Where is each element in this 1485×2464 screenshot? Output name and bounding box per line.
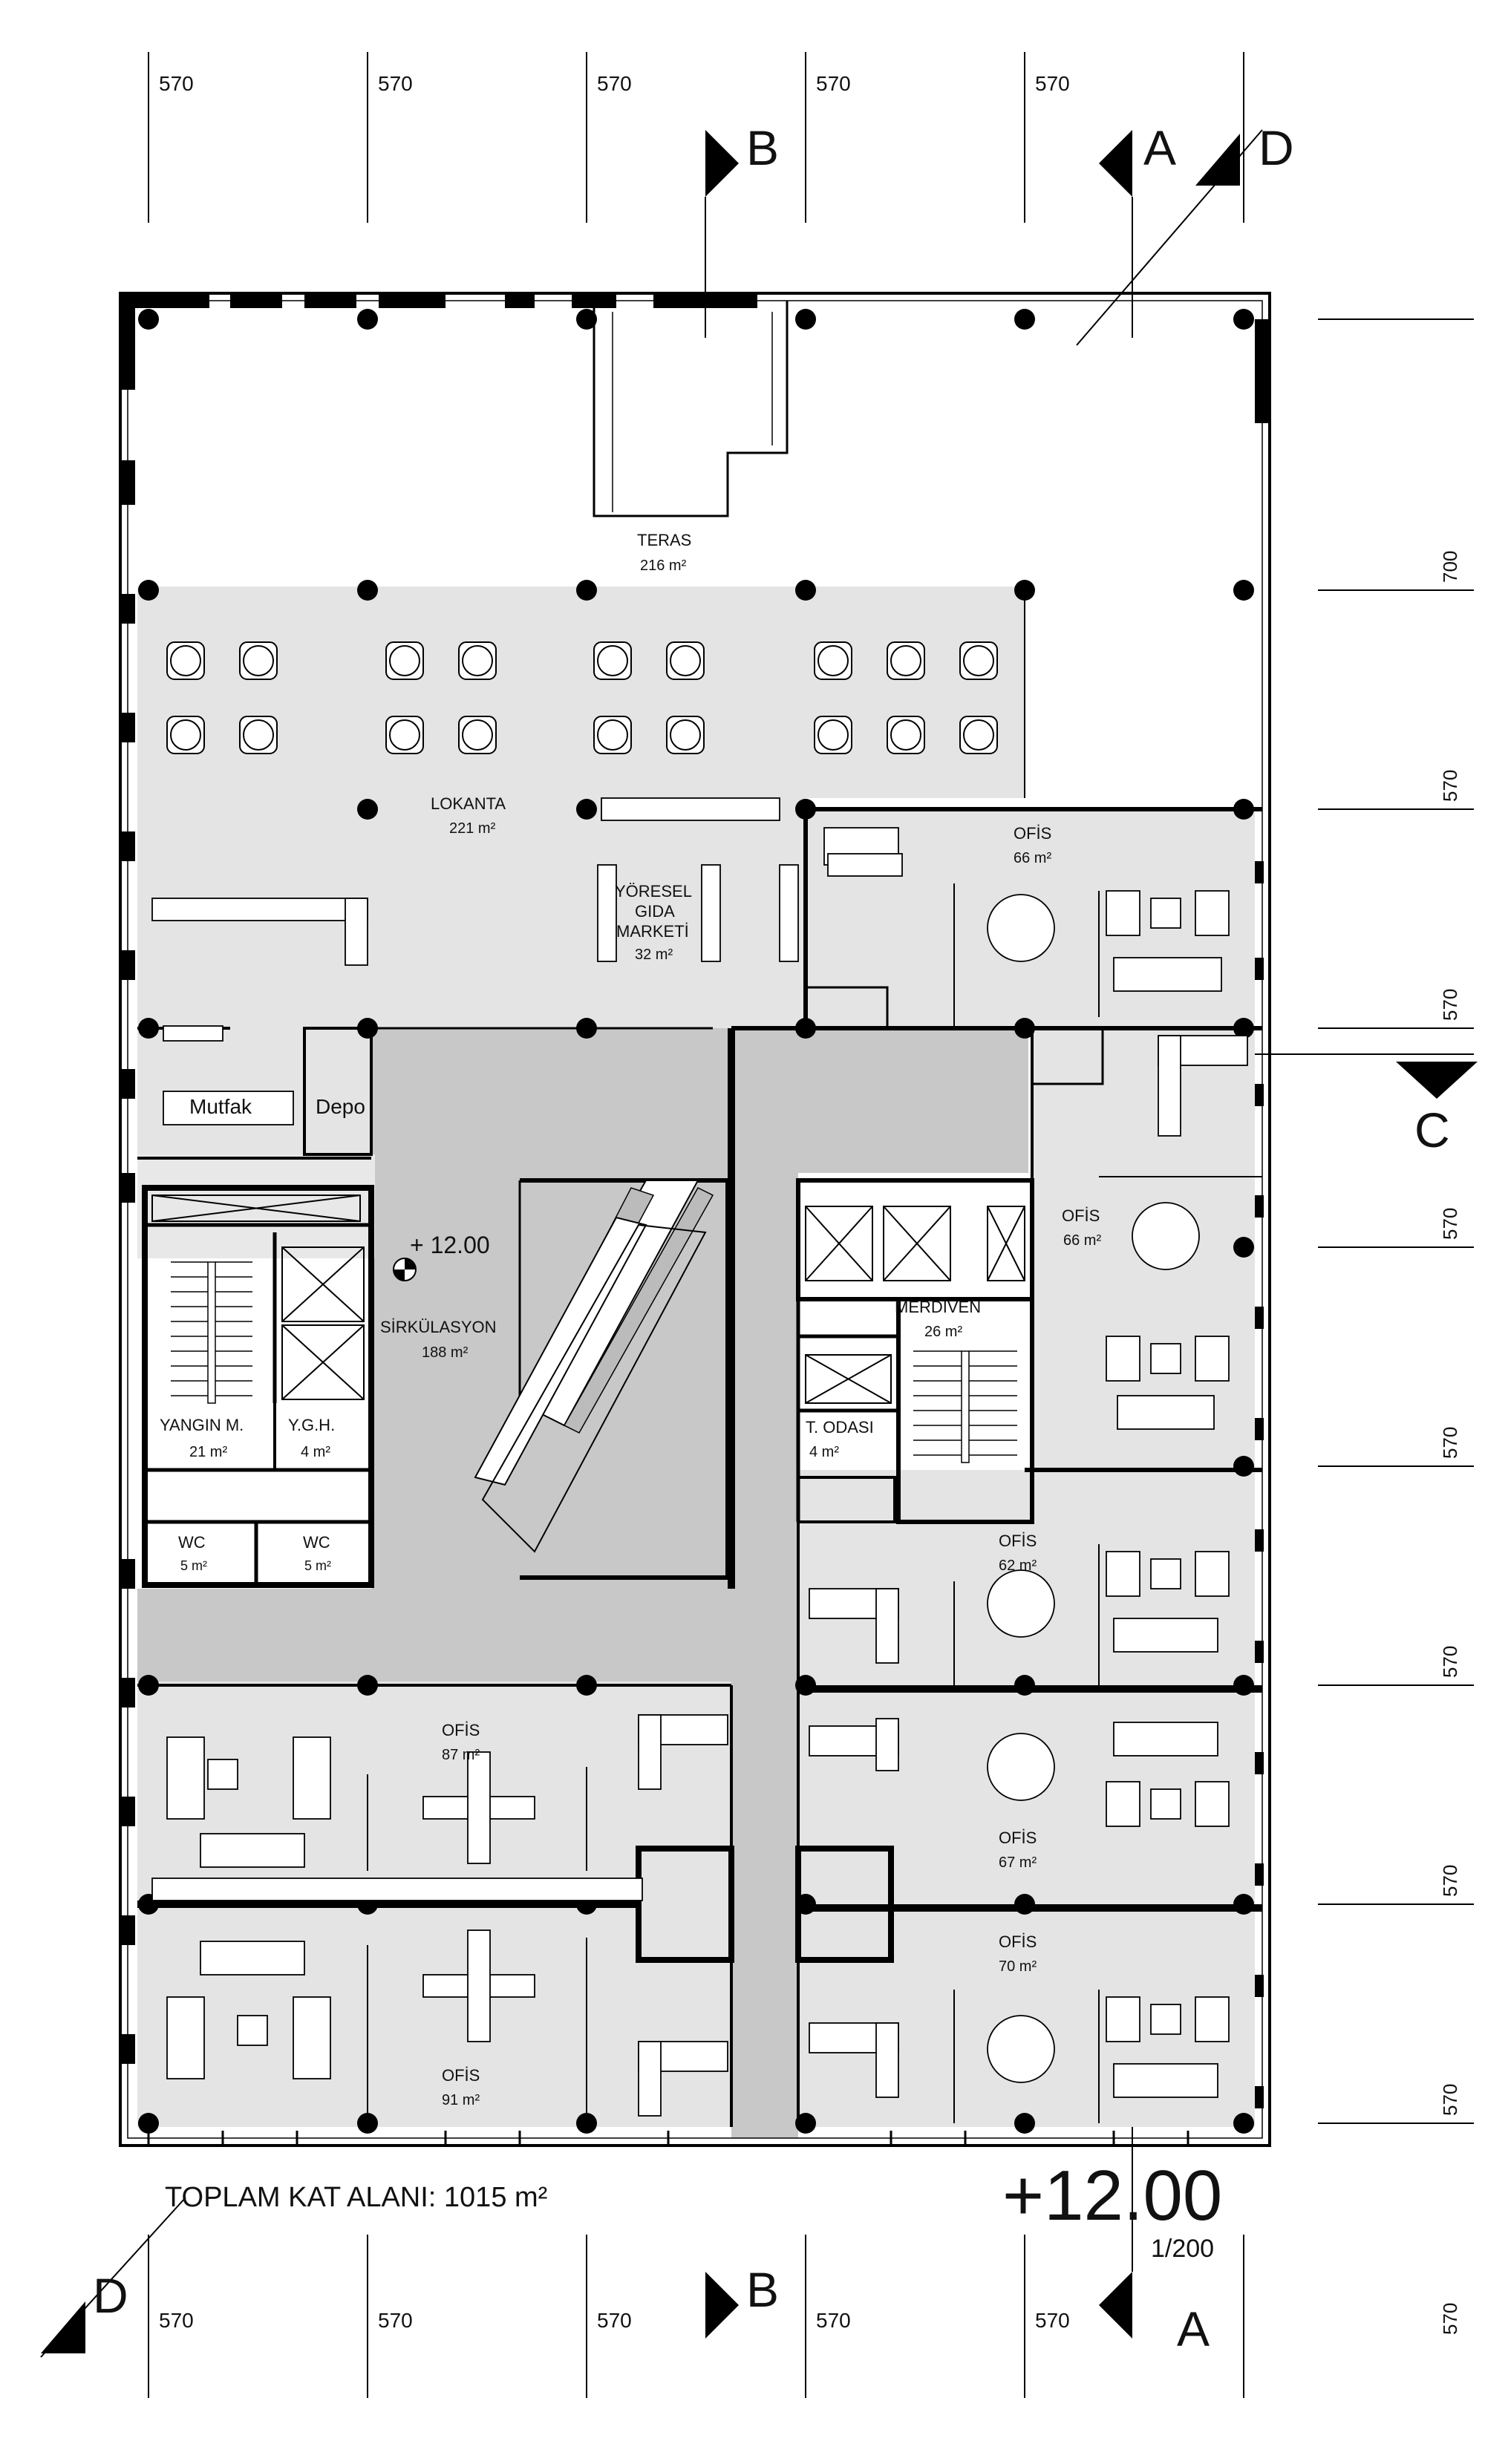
dim-top-1: 570 xyxy=(159,72,194,95)
columns xyxy=(138,309,1254,2134)
lokanta-area: 221 m² xyxy=(449,820,496,837)
grid-lines xyxy=(148,52,1474,2398)
teras-area: 216 m² xyxy=(640,558,687,574)
exterior-walls xyxy=(119,292,1271,2147)
furniture xyxy=(151,797,1248,2117)
dim-top-5: 570 xyxy=(1035,72,1070,95)
dim-bottom-4: 570 xyxy=(816,2309,851,2332)
dim-right-3: 570 xyxy=(1439,989,1461,1021)
wc2-area: 5 m² xyxy=(304,1558,331,1573)
mutfak-label: Mutfak xyxy=(189,1095,252,1118)
merdiven-area: 26 m² xyxy=(924,1324,962,1340)
svg-text:B: B xyxy=(746,120,779,175)
dim-top-4: 570 xyxy=(816,72,851,95)
level-title: +12.00 xyxy=(1002,2156,1222,2235)
ofis-70-name: OFİS xyxy=(999,1932,1037,1951)
lokanta-name: LOKANTA xyxy=(431,794,506,813)
level-marker-text: + 12.00 xyxy=(410,1232,490,1258)
dim-bottom-1: 570 xyxy=(159,2309,194,2332)
teras-name: TERAS xyxy=(637,531,691,549)
ofis-87-name: OFİS xyxy=(442,1721,480,1739)
stair-left xyxy=(171,1261,252,1404)
dim-top-3: 570 xyxy=(597,72,632,95)
dim-right-1: 700 xyxy=(1439,551,1461,583)
ofis-62-area: 62 m² xyxy=(999,1558,1037,1574)
ofis-67-name: OFİS xyxy=(999,1829,1037,1847)
dim-right-6: 570 xyxy=(1439,1646,1461,1678)
svg-text:D: D xyxy=(93,2268,128,2323)
interior-walls xyxy=(137,586,1262,2127)
dim-top-2: 570 xyxy=(378,72,413,95)
escalator xyxy=(474,1180,714,1553)
ofis-91-name: OFİS xyxy=(442,2066,480,2085)
todasi-area: 4 m² xyxy=(809,1444,839,1460)
dim-right-5: 570 xyxy=(1439,1427,1461,1459)
section-marker-d-top: D xyxy=(1076,120,1294,346)
ofis-87-area: 87 m² xyxy=(442,1747,480,1763)
wc1-area: 5 m² xyxy=(180,1558,207,1573)
market-line2: GIDA xyxy=(635,902,675,921)
sirkulasyon-name: SİRKÜLASYON xyxy=(380,1318,497,1336)
wc2-name: WC xyxy=(303,1533,330,1552)
top-dimensions: 570 570 570 570 570 xyxy=(159,72,1070,95)
elevators xyxy=(151,1195,1025,1404)
svg-text:A: A xyxy=(1143,120,1176,175)
ofis-ne-area: 66 m² xyxy=(1014,850,1051,866)
section-marker-a-bottom: A xyxy=(1099,2123,1210,2356)
total-area-label: TOPLAM KAT ALANI: 1015 m² xyxy=(165,2182,547,2213)
market-area: 32 m² xyxy=(635,947,673,963)
merdiven-name: MERDİVEN xyxy=(895,1298,981,1316)
svg-text:A: A xyxy=(1177,2301,1210,2356)
dim-bottom-2: 570 xyxy=(378,2309,413,2332)
dim-bottom-5: 570 xyxy=(1035,2309,1070,2332)
room-labels: TERAS 216 m² LOKANTA 221 m² YÖRESEL GIDA… xyxy=(160,531,1101,2108)
dim-right-2: 570 xyxy=(1439,770,1461,802)
dim-bottom-3: 570 xyxy=(597,2309,632,2332)
market-line3: MARKETİ xyxy=(616,922,689,941)
wc1-name: WC xyxy=(178,1533,206,1552)
todasi-name: T. ODASI xyxy=(806,1418,874,1437)
section-marker-b-bottom: B xyxy=(705,2262,779,2339)
section-marker-b-top: B xyxy=(705,120,779,338)
terrace-outline xyxy=(593,301,789,517)
depo-label: Depo xyxy=(316,1095,365,1118)
yangin-area: 21 m² xyxy=(189,1444,227,1460)
svg-text:D: D xyxy=(1259,120,1294,175)
section-marker-d-bottom: D xyxy=(40,2197,186,2358)
market-line1: YÖRESEL xyxy=(615,882,692,901)
ofis-ne-name: OFİS xyxy=(1014,824,1051,843)
ofis-e-name: OFİS xyxy=(1062,1206,1100,1225)
section-marker-a-top: A xyxy=(1099,120,1176,338)
stair-right xyxy=(913,1350,1017,1463)
dim-right-7: 570 xyxy=(1439,1865,1461,1897)
bottom-dimensions: 570 570 570 570 570 xyxy=(159,2309,1070,2332)
level-marker: + 12.00 xyxy=(393,1232,490,1281)
ofis-70-area: 70 m² xyxy=(999,1958,1037,1975)
scale-label: 1/200 xyxy=(1151,2235,1214,2263)
dim-right-8: 570 xyxy=(1439,2084,1461,2116)
ygh-area: 4 m² xyxy=(301,1444,330,1460)
dim-right-9: 570 xyxy=(1439,2303,1461,2335)
svg-text:C: C xyxy=(1414,1102,1450,1157)
svg-text:B: B xyxy=(746,2262,779,2317)
ygh-name: Y.G.H. xyxy=(288,1416,335,1434)
ofis-67-area: 67 m² xyxy=(999,1854,1037,1871)
restaurant-tables xyxy=(166,641,998,754)
right-dimensions: 700 570 570 570 570 570 570 570 570 xyxy=(1439,551,1461,2335)
ofis-e-area: 66 m² xyxy=(1063,1232,1101,1249)
yangin-name: YANGIN M. xyxy=(160,1416,244,1434)
ofis-91-area: 91 m² xyxy=(442,2092,480,2108)
dim-right-4: 570 xyxy=(1439,1208,1461,1240)
ofis-62-name: OFİS xyxy=(999,1532,1037,1550)
sirkulasyon-area: 188 m² xyxy=(422,1344,469,1361)
